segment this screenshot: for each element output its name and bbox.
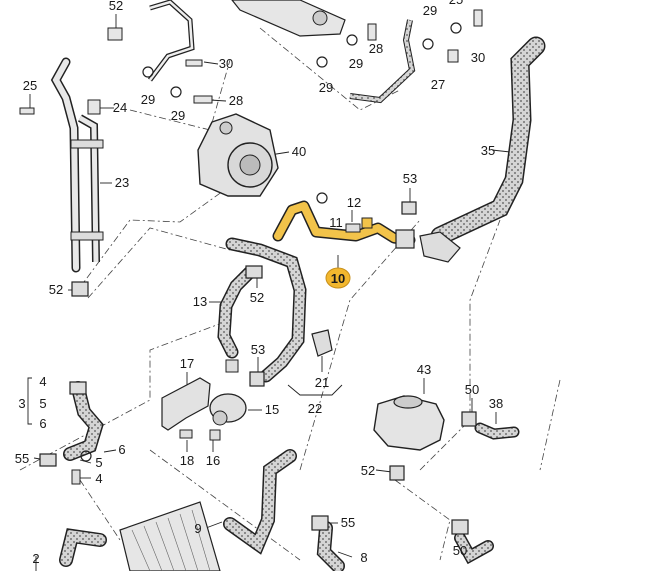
callout-28: 28: [369, 41, 383, 56]
callout-50: 50: [465, 382, 479, 397]
callout-6: 6: [39, 416, 46, 431]
callout-30: 30: [219, 56, 233, 71]
top-pipes: [19, 0, 483, 204]
callout-8: 8: [360, 550, 367, 565]
callout-38: 38: [489, 396, 503, 411]
callout-5: 5: [95, 455, 102, 470]
callout-4: 4: [95, 471, 102, 486]
callout-6: 6: [118, 442, 125, 457]
callout-52: 52: [250, 290, 264, 305]
callout-29: 29: [349, 56, 363, 71]
highlight-marker-10: [325, 267, 351, 289]
callout-40: 40: [292, 144, 306, 159]
hose-38: [474, 422, 520, 440]
callout-35: 35: [481, 143, 495, 158]
callout-43: 43: [417, 362, 431, 377]
callout-25: 25: [23, 78, 37, 93]
callout-29: 29: [171, 108, 185, 123]
callout-52: 52: [109, 0, 123, 13]
callout-30: 30: [471, 50, 485, 65]
hose-13-22: [217, 237, 333, 387]
bottom-hoses: [59, 449, 494, 571]
callout-17: 17: [180, 356, 194, 371]
bolt-12: [345, 223, 361, 233]
callout-52: 52: [49, 282, 63, 297]
callout-18: 18: [180, 453, 194, 468]
pipe-23: [50, 57, 104, 273]
callout-4: 4: [39, 374, 46, 389]
callout-10: 10: [331, 271, 345, 286]
callout-labels: 52 29 25 30 29 29 28 25 24 28 29 30 29 2…: [15, 0, 503, 566]
callout-11: 11: [329, 215, 343, 230]
callout-21: 21: [315, 375, 329, 390]
callout-5: 5: [39, 396, 46, 411]
pump-40: [197, 113, 279, 197]
callout-53: 53: [403, 171, 417, 186]
callout-27: 27: [431, 77, 445, 92]
callout-16: 16: [206, 453, 220, 468]
callout-25: 25: [449, 0, 463, 7]
callout-15: 15: [265, 402, 279, 417]
callout-50: 50: [453, 543, 467, 558]
pipe-10-highlighted: [272, 200, 416, 249]
callout-2: 2: [32, 551, 39, 566]
callout-23: 23: [115, 175, 129, 190]
hose-3: [39, 281, 104, 485]
callout-53: 53: [251, 342, 265, 357]
expansion-tank-43: [373, 395, 477, 481]
callout-52: 52: [361, 463, 375, 478]
callout-55: 55: [341, 515, 355, 530]
callout-29: 29: [319, 80, 333, 95]
assembly-lines: [19, 27, 561, 561]
callout-12: 12: [347, 195, 361, 210]
callout-13: 13: [193, 294, 207, 309]
aux-pump-15: [161, 377, 247, 441]
callout-55: 55: [15, 451, 29, 466]
callout-24: 24: [113, 100, 127, 115]
clamp-53-upper: [401, 201, 417, 215]
callout-9: 9: [194, 521, 201, 536]
callout-28: 28: [229, 93, 243, 108]
callout-22: 22: [308, 401, 322, 416]
hose-35: [419, 36, 546, 263]
callout-29: 29: [423, 3, 437, 18]
callout-29: 29: [141, 92, 155, 107]
callout-3: 3: [18, 396, 25, 411]
